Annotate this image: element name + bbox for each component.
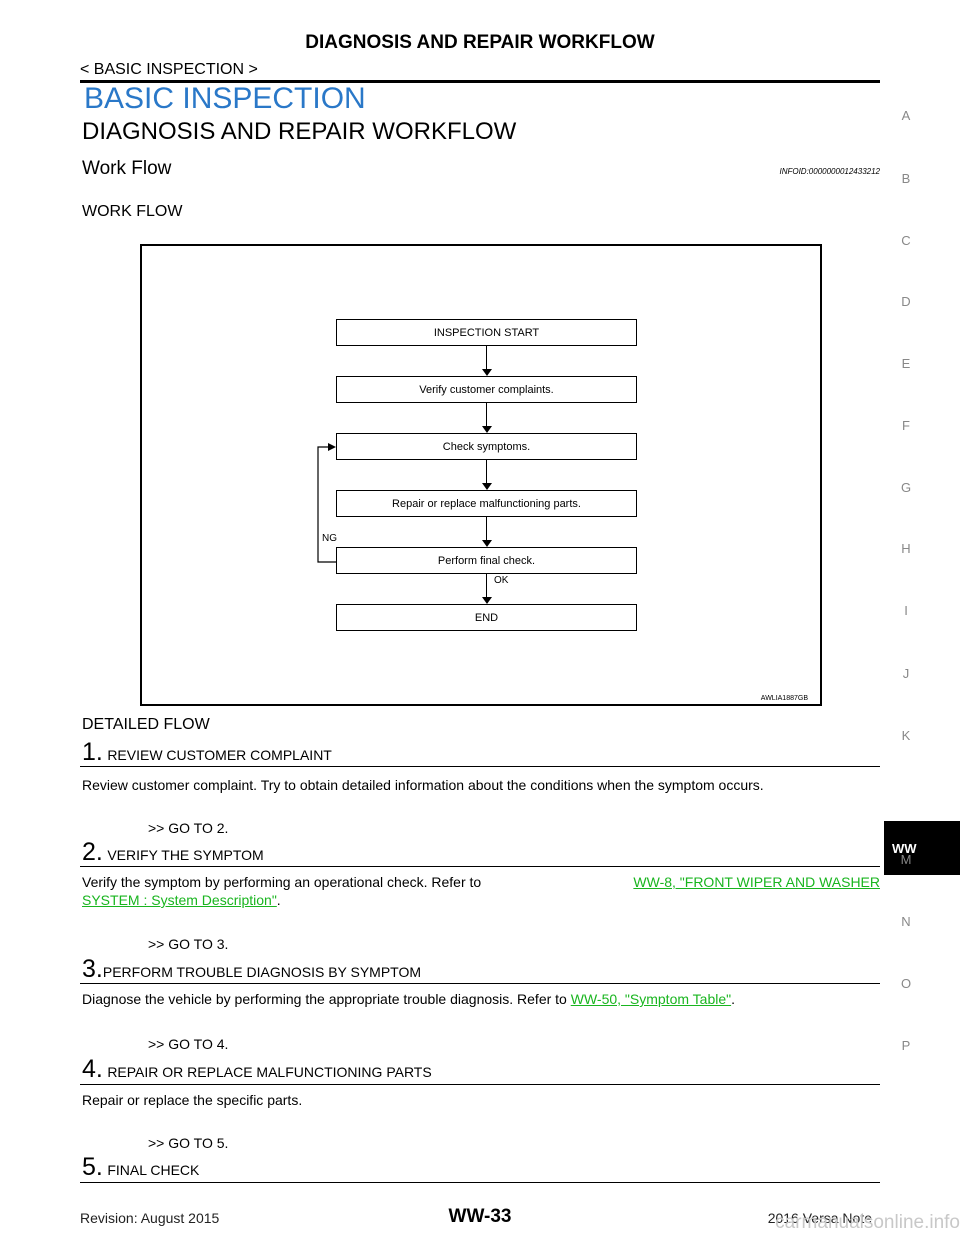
step-title: REVIEW CUSTOMER COMPLAINT — [107, 747, 332, 763]
step-4-heading: 4. REPAIR OR REPLACE MALFUNCTIONING PART… — [82, 1057, 432, 1082]
step-2-heading: 2. VERIFY THE SYMPTOM — [82, 840, 264, 865]
flow-connector — [486, 403, 487, 426]
step-1-goto: >> GO TO 2. — [148, 820, 229, 836]
work-flow-heading: WORK FLOW — [82, 203, 183, 220]
ng-loop-line — [317, 443, 336, 563]
step-title: REPAIR OR REPLACE MALFUNCTIONING PARTS — [107, 1064, 432, 1080]
nav-letter-g[interactable]: G — [900, 480, 912, 495]
nav-letter-b[interactable]: B — [901, 171, 911, 186]
info-id: INFOID:0000000012433212 — [779, 167, 880, 176]
nav-letter-c[interactable]: C — [901, 233, 911, 248]
figure-code: AWLIA1887GB — [760, 695, 808, 702]
period: . — [731, 991, 735, 1007]
ng-label: NG — [322, 533, 337, 544]
header-divider — [80, 80, 880, 83]
step-number: 2. — [82, 838, 103, 866]
flow-box-final-check: Perform final check. — [336, 547, 637, 574]
step-divider — [80, 1084, 880, 1085]
step-title: PERFORM TROUBLE DIAGNOSIS BY SYMPTOM — [102, 964, 422, 980]
page-header-title: DIAGNOSIS AND REPAIR WORKFLOW — [305, 32, 655, 53]
nav-letter-j[interactable]: J — [902, 666, 910, 681]
step-3-heading: 3.PERFORM TROUBLE DIAGNOSIS BY SYMPTOM — [82, 957, 421, 982]
step-5-heading: 5. FINAL CHECK — [82, 1155, 199, 1180]
period: . — [276, 892, 281, 908]
nav-letter-d[interactable]: D — [901, 294, 911, 309]
ww-8-link-part2[interactable]: SYSTEM : System Description" — [82, 892, 277, 908]
step-title: VERIFY THE SYMPTOM — [107, 847, 264, 863]
step-4-goto: >> GO TO 5. — [148, 1135, 229, 1151]
step-1-text: Review customer complaint. Try to obtain… — [82, 777, 764, 793]
step-4-text: Repair or replace the specific parts. — [82, 1092, 303, 1108]
arrow-down-icon — [482, 369, 492, 376]
nav-letter-k[interactable]: K — [901, 728, 911, 743]
step-divider — [80, 983, 880, 984]
nav-letter-f[interactable]: F — [902, 418, 910, 433]
step-number: 4. — [82, 1055, 103, 1083]
step-2-text: Verify the symptom by performing an oper… — [82, 873, 880, 909]
step-1-heading: 1. REVIEW CUSTOMER COMPLAINT — [82, 740, 332, 765]
flow-connector — [486, 574, 487, 597]
flow-box-verify: Verify customer complaints. — [336, 376, 637, 403]
step-3-text-before: Diagnose the vehicle by performing the a… — [82, 991, 571, 1007]
step-number: 5. — [82, 1153, 103, 1181]
flow-connector — [486, 346, 487, 369]
ww-50-link[interactable]: WW-50, "Symptom Table" — [570, 991, 732, 1007]
step-divider — [80, 1182, 880, 1183]
step-divider — [80, 866, 880, 867]
flow-box-repair: Repair or replace malfunctioning parts. — [336, 490, 637, 517]
step-3-text: Diagnose the vehicle by performing the a… — [82, 990, 880, 1008]
right-nav: A B C D E F G H I J — [884, 100, 928, 720]
flow-box-check: Check symptoms. — [336, 433, 637, 460]
nav-letter-n[interactable]: N — [901, 914, 911, 929]
nav-letter-m[interactable]: M — [900, 852, 912, 867]
chapter-title: DIAGNOSIS AND REPAIR WORKFLOW — [82, 118, 517, 145]
nav-letter-a[interactable]: A — [901, 108, 911, 123]
section-title: BASIC INSPECTION — [84, 82, 366, 115]
nav-letter-e[interactable]: E — [901, 356, 911, 371]
page-number: WW-33 — [448, 1206, 512, 1227]
arrow-down-icon — [482, 540, 492, 547]
step-2-goto: >> GO TO 3. — [148, 936, 229, 952]
arrow-down-icon — [482, 426, 492, 433]
ww-8-link-part1[interactable]: WW-8, "FRONT WIPER AND WASHER — [633, 874, 880, 890]
step-2-text-before: Verify the symptom by performing an oper… — [82, 874, 482, 890]
model-text: 2016 Versa Note — [767, 1210, 872, 1226]
step-number: 3. — [82, 955, 103, 983]
nav-active-ww[interactable]: WW — [884, 821, 960, 875]
step-3-goto: >> GO TO 4. — [148, 1036, 229, 1052]
breadcrumb: < BASIC INSPECTION > — [80, 61, 258, 78]
detailed-flow-heading: DETAILED FLOW — [82, 716, 210, 733]
step-number: 1. — [82, 738, 103, 766]
nav-letter-o[interactable]: O — [900, 976, 912, 991]
arrow-down-icon — [482, 483, 492, 490]
workflow-diagram: INSPECTION START Verify customer complai… — [140, 244, 822, 706]
flow-box-end: END — [336, 604, 637, 631]
subtitle: Work Flow — [82, 158, 172, 179]
revision-text: Revision: August 2015 — [80, 1210, 220, 1226]
flow-box-start: INSPECTION START — [336, 319, 637, 346]
ok-label: OK — [494, 575, 509, 586]
flow-connector — [486, 517, 487, 540]
flow-connector — [486, 460, 487, 483]
nav-letter-i[interactable]: I — [904, 603, 908, 618]
nav-letter-h[interactable]: H — [901, 541, 911, 556]
step-divider — [80, 766, 880, 767]
arrow-down-icon — [482, 597, 492, 604]
step-title: FINAL CHECK — [107, 1162, 200, 1178]
nav-letter-p[interactable]: P — [901, 1038, 911, 1053]
watermark: carmanualsonline.info — [775, 1212, 960, 1233]
